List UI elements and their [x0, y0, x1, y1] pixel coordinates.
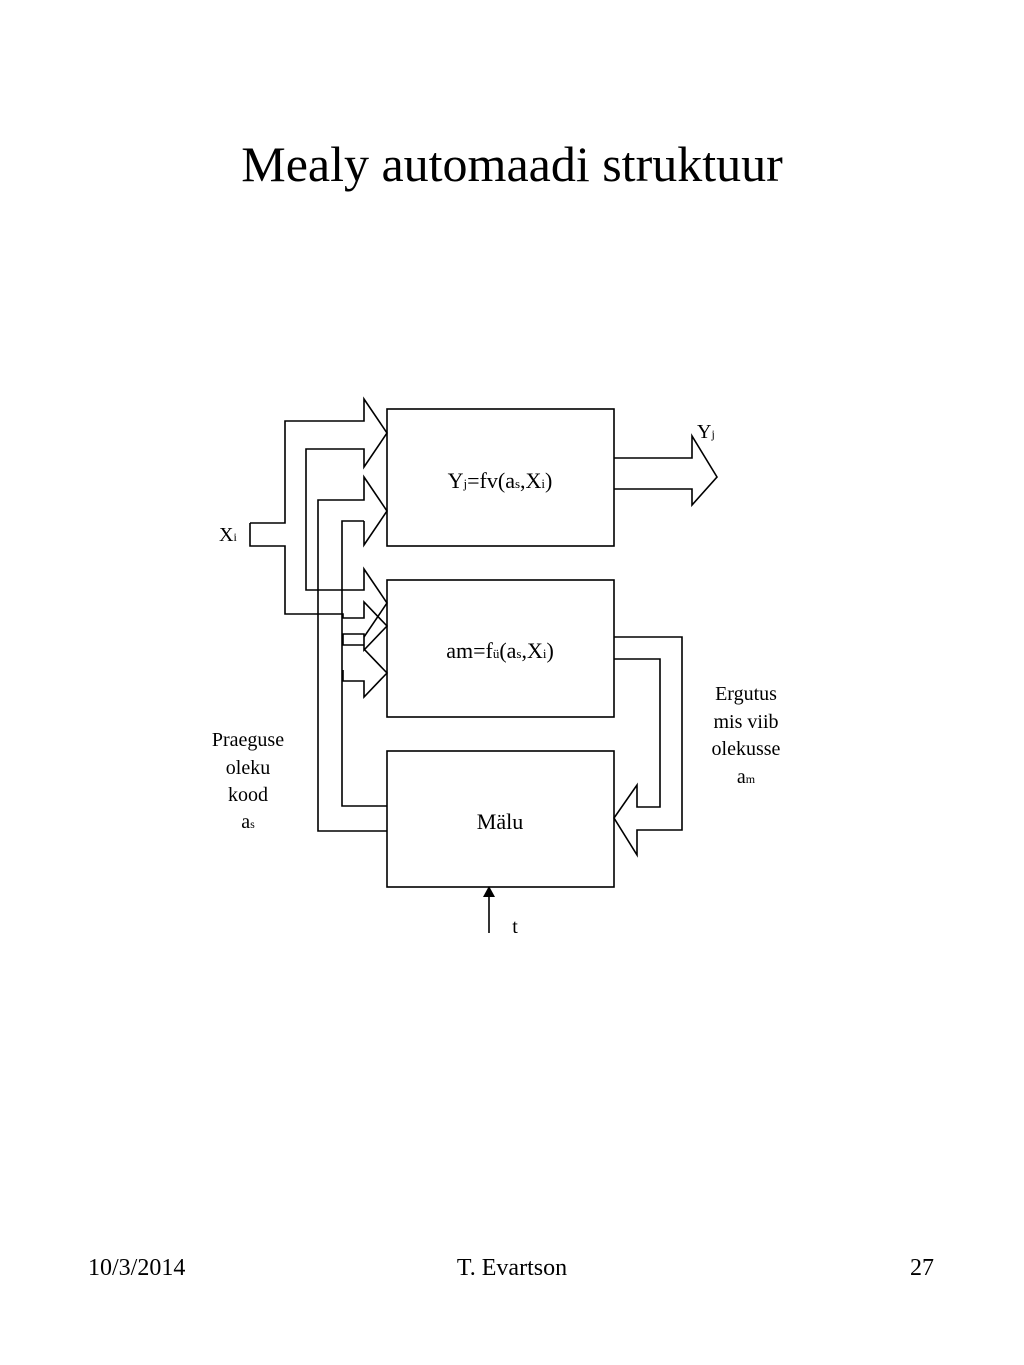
clock-arrowhead — [483, 886, 495, 897]
state-bus-inner — [341, 520, 387, 807]
footer-page-number: 27 — [910, 1255, 934, 1281]
output-arrow — [614, 433, 718, 508]
input-bus-outer — [249, 523, 389, 699]
memory-label: Mälu — [477, 809, 523, 834]
svg-text:Praeguse: Praeguse — [212, 729, 284, 751]
svg-text:olekusse: olekusse — [712, 738, 781, 760]
footer-author: T. Evartson — [456, 1255, 568, 1281]
input-label: Xi — [219, 524, 237, 546]
excitation-label: Ergutus mis viib olekusse am — [712, 683, 781, 788]
svg-text:mis viib: mis viib — [713, 711, 778, 733]
svg-text:am: am — [737, 766, 756, 788]
excitation-arrow — [613, 636, 683, 858]
slide-title: Mealy automaadi struktuur — [241, 136, 783, 192]
state-bus-outer — [317, 474, 388, 832]
svg-text:kood: kood — [228, 784, 268, 806]
transition-function-block — [386, 579, 615, 718]
svg-text:oleku: oleku — [226, 757, 270, 779]
footer-date: 10/3/2014 — [88, 1255, 186, 1281]
input-bus-to-output-block — [250, 396, 388, 638]
output-function-label: Yj=fv(as,Xi) — [448, 468, 553, 493]
clock-label: t — [512, 916, 518, 938]
output-function-block — [386, 408, 615, 547]
svg-text:as: as — [241, 811, 255, 833]
current-state-label: Praeguse oleku kood as — [212, 729, 284, 833]
svg-text:Ergutus: Ergutus — [715, 683, 777, 705]
output-label: Yj — [697, 421, 715, 443]
transition-function-label: am=fü(as,Xi) — [446, 638, 554, 663]
